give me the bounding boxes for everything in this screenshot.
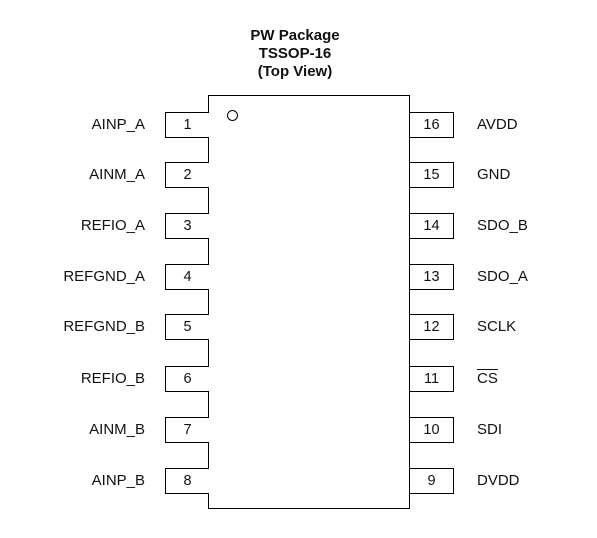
pin-number-left-2: 2 [165, 162, 209, 188]
pin-name-left-1: AINP_A [91, 116, 145, 133]
package-title-line-2: TSSOP-16 [258, 45, 332, 62]
pin-number-left-7: 7 [165, 417, 209, 443]
pin-name-left-3: REFIO_A [80, 217, 145, 234]
pin-number-right-3: 14 [410, 213, 454, 239]
pin-number-right-4: 13 [410, 264, 454, 290]
pin-name-right-6: CS [477, 370, 498, 387]
pin-number-right-1: 16 [410, 112, 454, 138]
pin-name-right-3: SDO_B [477, 217, 528, 234]
package-title-line-1: PW Package [250, 27, 340, 44]
pin-name-right-8: DVDD [477, 472, 520, 489]
pin-number-right-2: 15 [410, 162, 454, 188]
pin-number-left-3: 3 [165, 213, 209, 239]
pin-name-left-2: AINM_A [89, 166, 145, 183]
pin-name-right-1: AVDD [477, 116, 518, 133]
pin-number-right-6: 11 [410, 366, 454, 392]
pin-name-right-2: GND [477, 166, 511, 183]
pin-name-left-4: REFGND_A [63, 268, 145, 285]
package-title-line-3: (Top View) [257, 63, 333, 80]
pin-number-left-6: 6 [165, 366, 209, 392]
pin-name-right-5: SCLK [477, 318, 517, 335]
pin-number-left-4: 4 [165, 264, 209, 290]
pin-name-right-4: SDO_A [477, 268, 528, 285]
pin-number-right-8: 9 [410, 468, 454, 494]
pin-number-right-5: 12 [410, 314, 454, 340]
pin-name-left-7: AINM_B [89, 421, 145, 438]
pin-name-left-6: REFIO_B [80, 370, 145, 387]
pin-number-right-7: 10 [410, 417, 454, 443]
pin-name-left-8: AINP_B [91, 472, 145, 489]
pin-number-left-1: 1 [165, 112, 209, 138]
pin-name-right-7: SDI [477, 421, 503, 438]
pin1-indicator-icon [227, 110, 238, 121]
pin-number-left-5: 5 [165, 314, 209, 340]
pin-number-left-8: 8 [165, 468, 209, 494]
pin-name-left-5: REFGND_B [63, 318, 145, 335]
ic-package-body [208, 95, 410, 509]
